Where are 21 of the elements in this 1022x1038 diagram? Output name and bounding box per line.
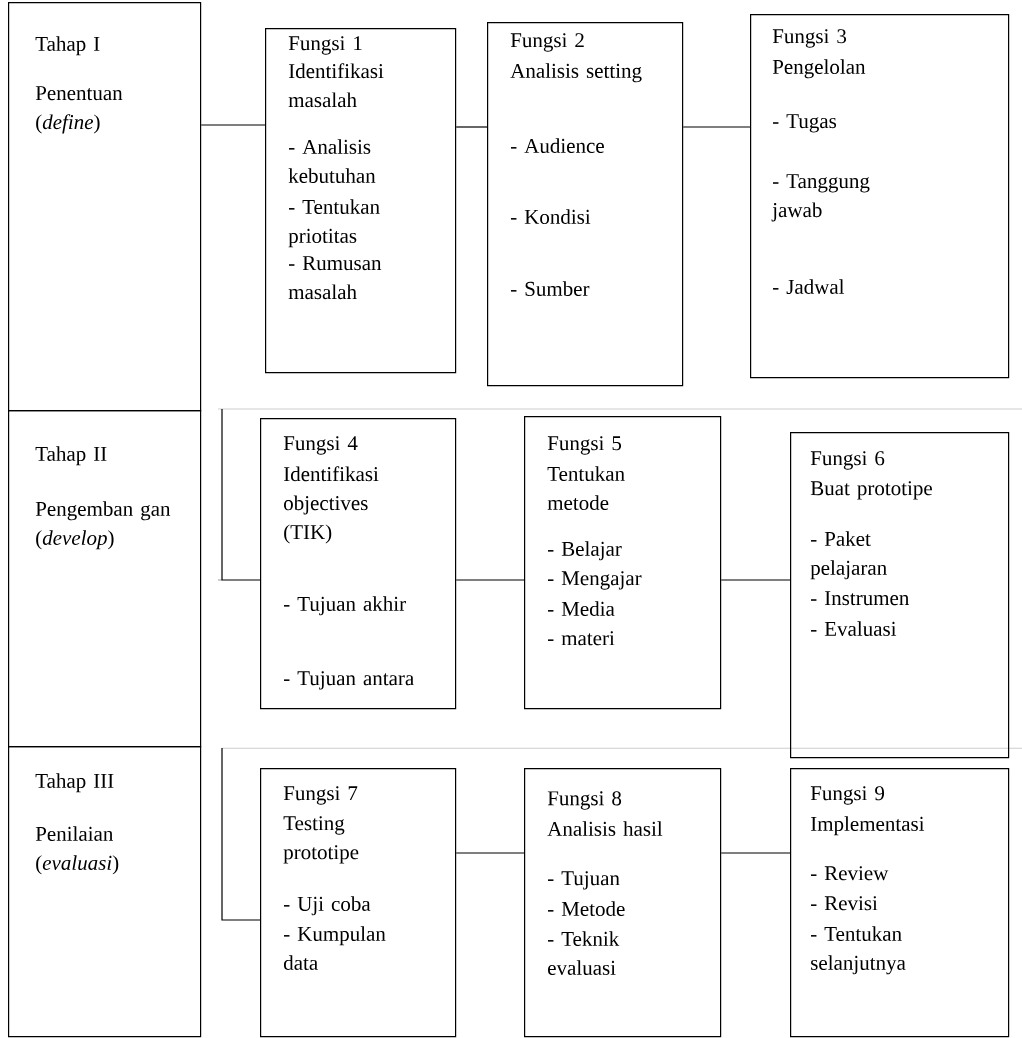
function-box: Fungsi 8 Analisis hasil - Tujuan - Metode - Teknik evaluasi <box>524 768 722 1038</box>
connector-line <box>455 579 525 581</box>
connector-line <box>682 126 751 128</box>
connector-line <box>720 579 791 581</box>
stage-box: Tahap III Penilaian (evaluasi) <box>8 746 202 1038</box>
connector-line <box>200 124 266 126</box>
function-box: Fungsi 4 Identifikasi objectives (TIK) - Tujuan akhir - Tujuan antara <box>260 418 457 710</box>
stage-box: Tahap II Pengemban gan (develop) <box>8 410 202 748</box>
function-box: Fungsi 3 Pengelolan - Tugas - Tanggung jawab - Jadwal <box>750 14 1010 379</box>
function-box: Fungsi 9 Implementasi - Review - Revisi - Tentukan selanjutnya <box>790 768 1010 1038</box>
connector-line <box>221 408 261 581</box>
connector-line <box>455 126 488 128</box>
connector-line <box>720 852 791 854</box>
stage-box: Tahap I Penentuan (define) <box>8 2 202 412</box>
function-box: Fungsi 2 Analisis setting - Audience - Kondisi - Sumber <box>487 22 684 387</box>
function-box: Fungsi 6 Buat prototipe - Paket pelajaran - Instrumen - Evaluasi <box>790 432 1010 759</box>
connector-line <box>455 852 525 854</box>
function-box: Fungsi 1 Identifikasi masalah - Analisis kebutuhan - Tentukan priotitas - Rumusan masalah <box>265 28 457 374</box>
function-box: Fungsi 7 Testing prototipe - Uji coba - Kumpulan data <box>260 768 457 1038</box>
connector-line <box>221 747 261 921</box>
function-box: Fungsi 5 Tentukan metode - Belajar - Mengajar - Media - materi <box>524 416 722 710</box>
